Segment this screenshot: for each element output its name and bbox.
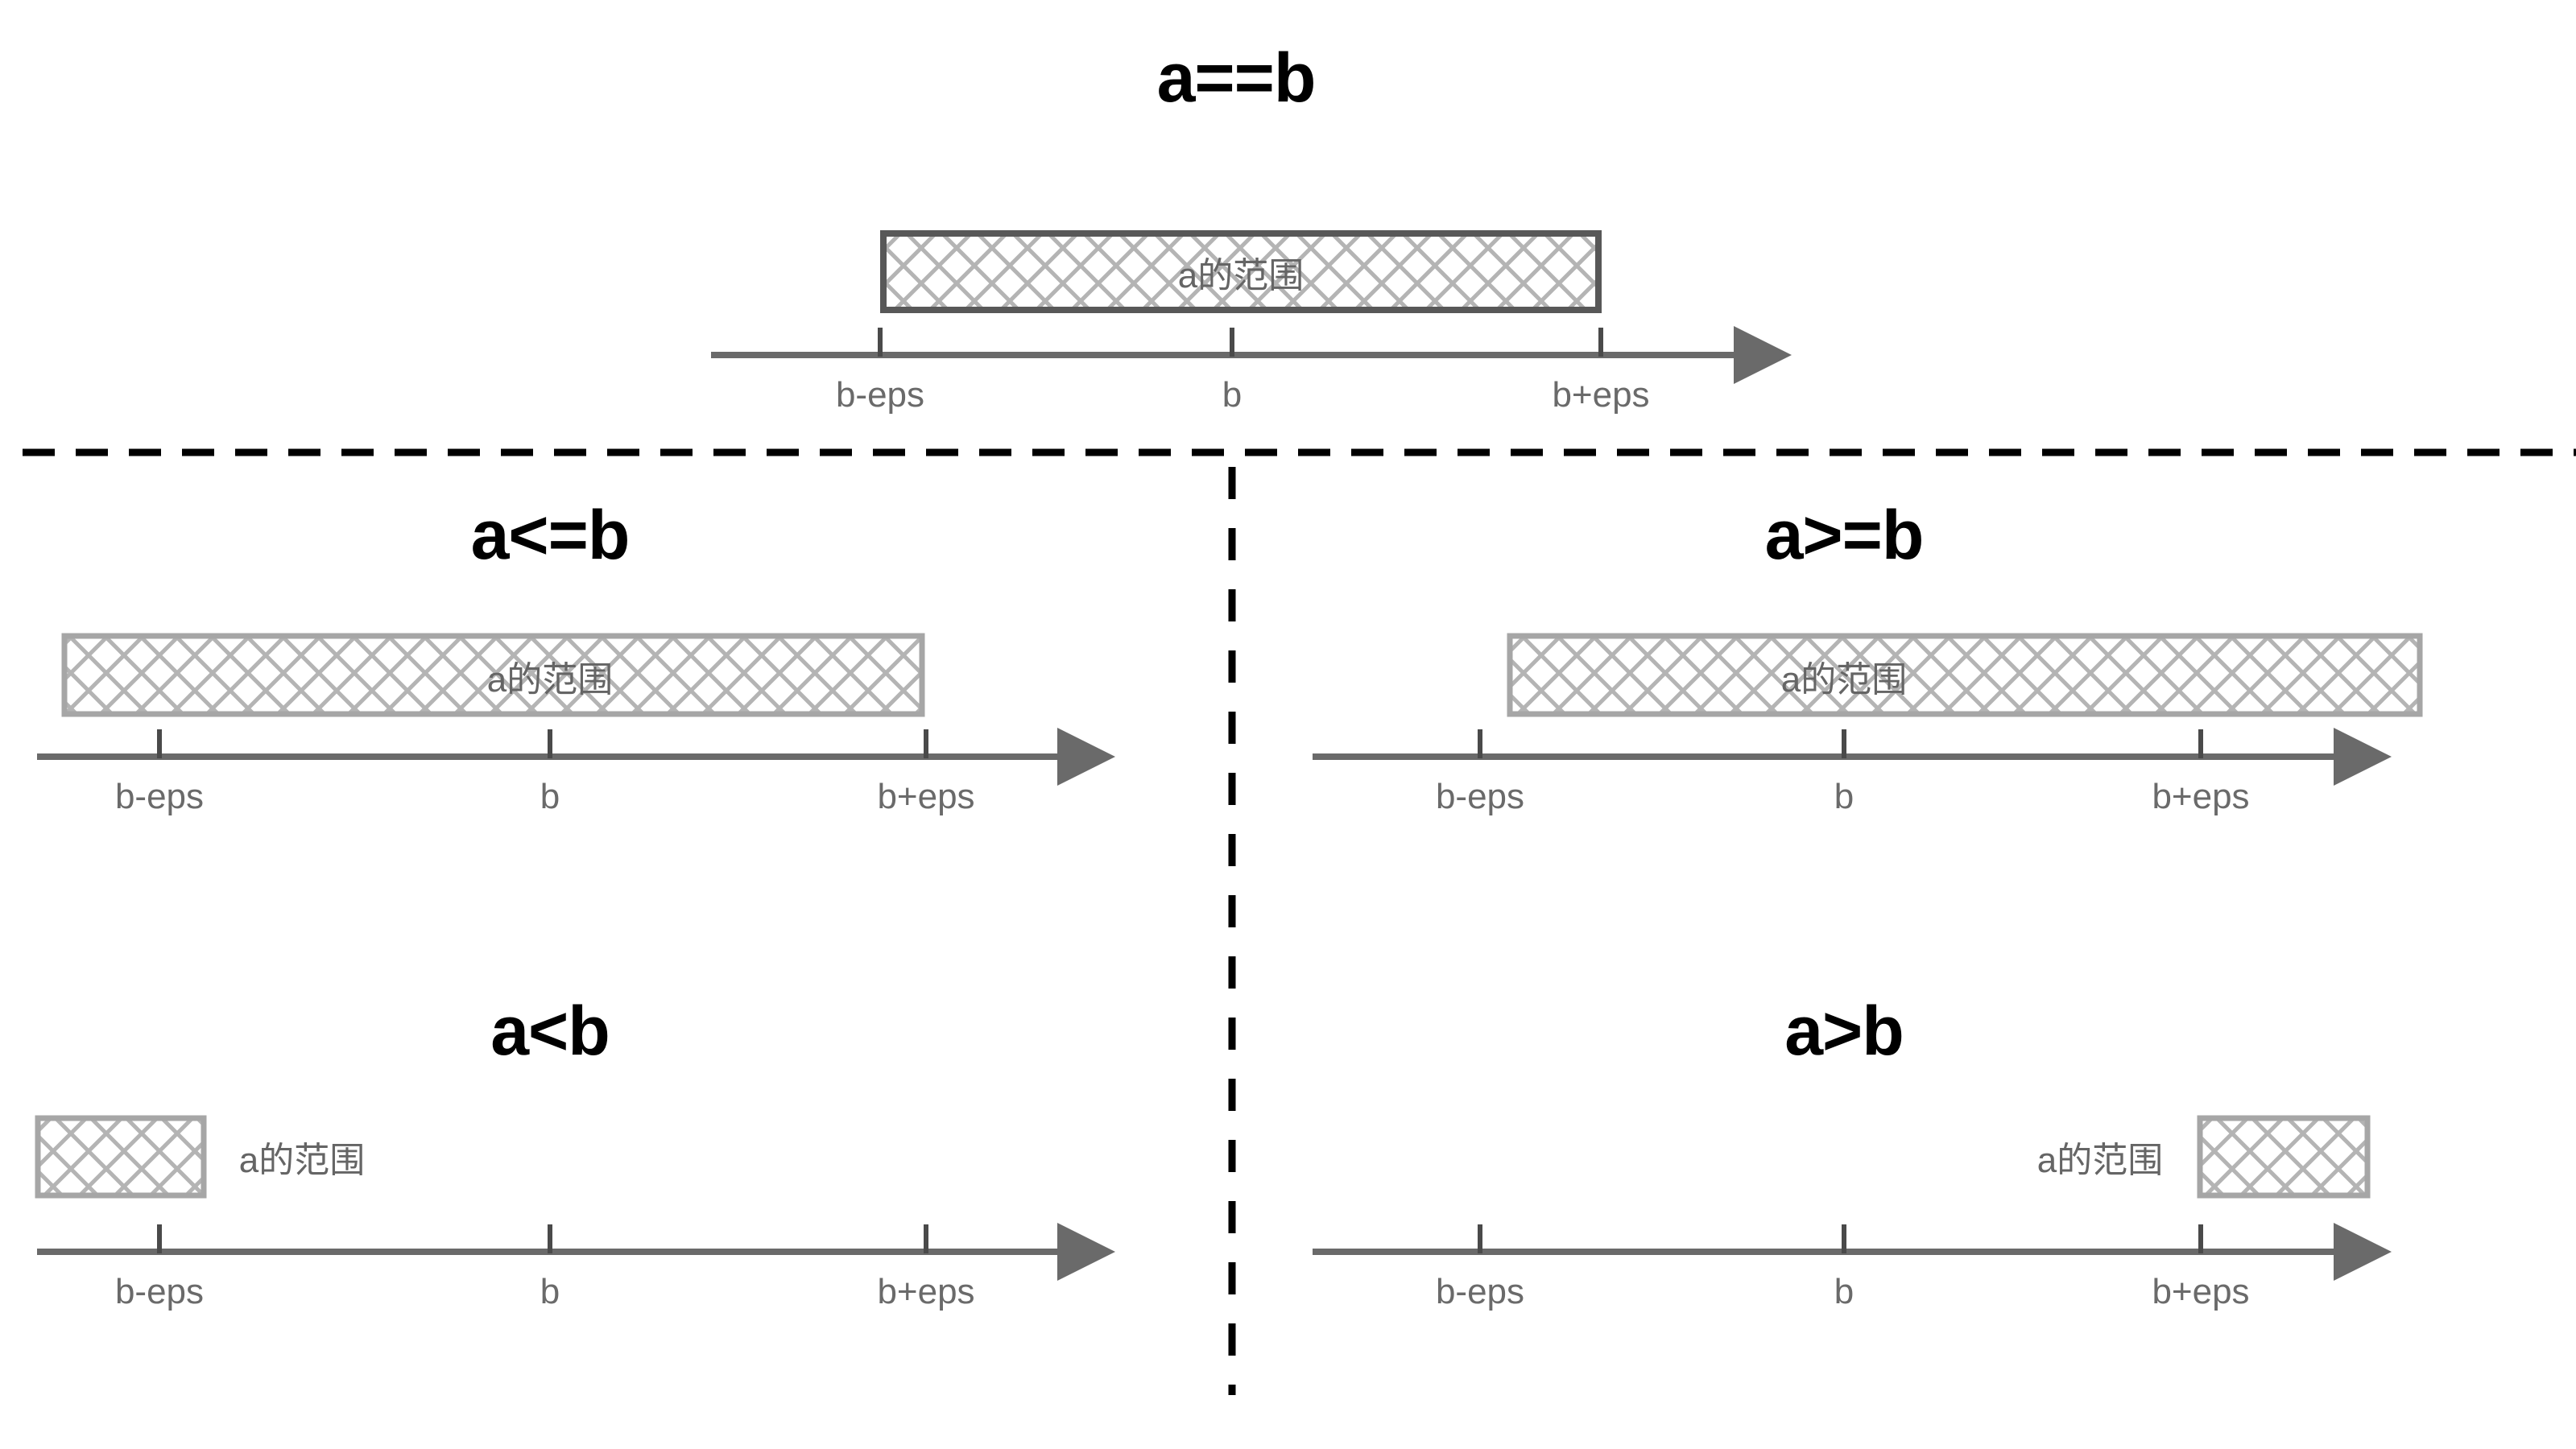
tick-label-eq-0: b-eps [835,375,925,415]
range-bar-label-gt: a的范围 [2036,1141,2164,1180]
tick-label-gt-0: b-eps [1435,1272,1525,1311]
panel-title-le: a<=b [470,497,631,574]
range-bar-eq [880,230,1602,313]
tick-label-gt-1: b [1834,1272,1854,1311]
range-bar-hatch-eq [883,233,1598,310]
range-bar-label-ge: a的范围 [1780,660,1908,700]
range-bar-label-lt: a的范围 [238,1141,366,1180]
range-bar-lt [35,1115,207,1199]
tick-label-lt-2: b+eps [877,1272,975,1311]
tick-label-lt-0: b-eps [114,1272,205,1311]
range-bar-border-eq [880,230,1602,313]
tick-label-ge-0: b-eps [1435,777,1525,816]
tick-label-le-2: b+eps [877,777,975,816]
range-bar-hatch-le [64,636,922,714]
range-bar-label-eq: a的范围 [1177,256,1305,295]
panel-title-gt: a>b [1784,993,1904,1070]
range-bar-border-lt [35,1115,207,1199]
range-bar-hatch-gt [2200,1118,2367,1195]
range-bar-ge [1507,633,2423,717]
tick-label-le-1: b [540,777,560,816]
range-bar-border-ge [1507,633,2423,717]
range-bar-border-le [61,633,925,717]
range-bar-le [61,633,925,717]
tick-label-eq-1: b [1222,375,1243,415]
panel-title-ge: a>=b [1764,497,1925,574]
range-bar-border-gt [2197,1115,2371,1199]
range-bar-gt [2197,1115,2371,1199]
tick-label-lt-1: b [540,1272,560,1311]
panel-title-eq: a==b [1156,39,1317,117]
tick-label-gt-2: b+eps [2152,1272,2250,1311]
range-bar-hatch-lt [38,1118,204,1195]
tick-label-ge-2: b+eps [2152,777,2250,816]
range-bar-hatch-ge [1510,636,2420,714]
tick-label-eq-2: b+eps [1552,375,1650,415]
tick-label-ge-1: b [1834,777,1854,816]
range-bar-label-le: a的范围 [486,660,614,700]
panel-title-lt: a<b [490,993,610,1070]
tick-label-le-0: b-eps [114,777,205,816]
